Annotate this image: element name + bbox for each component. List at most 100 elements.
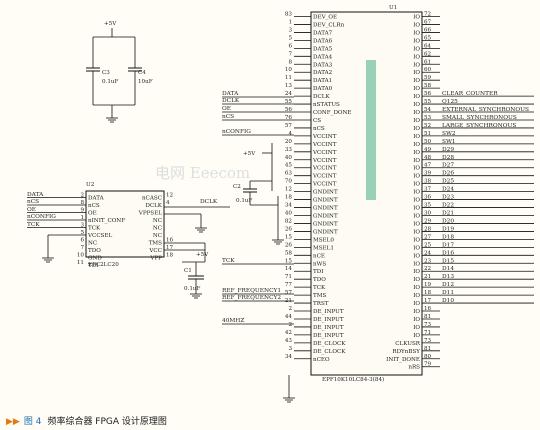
u1-pin-type: IO <box>413 22 420 28</box>
u1-pin-number: 14 <box>285 266 293 272</box>
u1-pin-name: nSTATUS <box>313 102 340 108</box>
u1-pin-type: IO <box>413 134 420 140</box>
u1-net-label: EXTERNAL_SYNCHRONOUS <box>442 107 529 113</box>
u1-net-label: D25 <box>442 179 454 185</box>
u2-pin-number: 18 <box>166 253 174 259</box>
u2-pin-name: DCLK <box>145 203 162 209</box>
u1-pin-number: 82 <box>285 218 293 224</box>
u1-pin-number: 38 <box>424 179 432 185</box>
u1-pin-number: 34 <box>285 354 293 360</box>
u1-pin-number: 56 <box>285 107 293 113</box>
u1-pin-number: 24 <box>424 250 432 256</box>
u1-pin-name: DE_INPUT <box>313 333 344 339</box>
u1-pin-name: TCK <box>313 285 326 291</box>
u1-pin-number: 26 <box>285 242 293 248</box>
u2-pin-name: TDI <box>88 263 98 269</box>
u2-pin-number: 9 <box>80 208 84 214</box>
u1-pin-number: 40 <box>285 211 293 217</box>
u1-pin-type: IO <box>413 142 420 148</box>
u1-pin-type: IO <box>413 269 420 275</box>
u1-net-label: D14 <box>442 266 454 272</box>
u1-pin-type: IO <box>413 325 420 331</box>
u1-pin-name: CONF_DONE <box>313 110 352 116</box>
u1-pin-number: 83 <box>285 12 293 18</box>
u1-pin-number: 66 <box>424 27 432 33</box>
u2-pin-name: OE <box>88 211 97 217</box>
u1-pin-number: 4 <box>288 131 292 137</box>
u1-net-label: SMALL_SYNCHRONOUS <box>442 115 517 121</box>
u1-pin-name: TDI <box>313 269 323 275</box>
u1-pin-number: 26 <box>285 226 293 232</box>
u1-pin-name: VCCINT <box>312 158 337 164</box>
u1-pin-number: 73 <box>424 322 432 328</box>
u1-body <box>310 11 423 376</box>
u1-pin-number: 61 <box>424 59 431 65</box>
caption-figure-number: 图 4 <box>23 417 42 427</box>
u1-pin-name: GNDINT <box>313 198 338 204</box>
u2-pin-name: nCASC <box>142 196 162 202</box>
u2-pin-number: 10 <box>77 253 85 259</box>
u1-pin-name: DE_INPUT <box>313 309 344 315</box>
u1-net-label: D24 <box>442 187 454 193</box>
u2-pin-name: NC <box>153 218 162 224</box>
u1-pin-number: 43 <box>285 338 293 344</box>
u1-pin-name: DEV_CLRn <box>313 22 345 28</box>
u1-pin-type: IO <box>413 15 420 21</box>
u1-pin-name: VCCINT <box>312 174 337 180</box>
u1-pin-name: VCCINT <box>312 166 337 172</box>
u1-pin-name: DATA0 <box>313 86 333 92</box>
u1-pin-number: 44 <box>285 314 293 320</box>
u1-pin-type: IO <box>413 150 420 156</box>
caption-arrow-icon: ▶▶ <box>6 417 20 427</box>
u1-pin-number: 57 <box>285 123 293 129</box>
u1-pin-type: IO <box>413 221 420 227</box>
u2-dclk-net: DCLK <box>200 199 218 205</box>
u1-part: EPF10K10LC84-3(84) <box>322 376 384 383</box>
u1-pin-type: IO <box>413 198 420 204</box>
u2-pin-number: 8 <box>80 200 84 206</box>
u1-bottom-nets: TCK REF_FREQUENCY1 REF_FREQUENCY2 40MHZ <box>222 258 295 403</box>
u1-pin-type: IO <box>413 293 420 299</box>
u1-pin-name: CS <box>313 118 321 124</box>
u1-pin-number: 17 <box>424 298 432 304</box>
u1-pin-name: VCCINT <box>312 182 337 188</box>
u1-net-label: Q125 <box>442 99 458 105</box>
u1-pin-number: 35 <box>424 203 432 209</box>
u1-pin-type: CLKUSR <box>395 341 421 347</box>
u1-pin-type: IO <box>413 229 420 235</box>
u2-pin-number: 12 <box>166 193 174 199</box>
u1-pin-name: GNDINT <box>313 206 338 212</box>
u1-pin-type: IO <box>413 38 420 44</box>
cap-c2-value: 0.1uF <box>236 198 252 204</box>
u1-pin-type: IO <box>413 78 420 84</box>
u1-pin-type: IO <box>413 206 420 212</box>
u1-pin-number: 60 <box>424 67 432 73</box>
u1-net-label: D27 <box>442 163 454 169</box>
u1-pin-name: DE_CLOCK <box>313 341 346 347</box>
u2-net-nconfig: nCONFIG <box>27 214 56 220</box>
u1-pin-number: 6 <box>288 43 292 49</box>
power-label-2: +5V <box>243 151 256 157</box>
u1-pin-type: INIT_DONE <box>386 357 420 363</box>
u1-pin-type: IO <box>413 317 420 323</box>
u1-ref: U1 <box>389 5 397 11</box>
u1-pin-type: RDYnBSY <box>392 349 420 355</box>
u1-net-label: D19 <box>442 226 454 232</box>
u1-pin-number: 81 <box>424 346 431 352</box>
u2-pin-name: NC <box>88 241 97 247</box>
u2-pin-name: nCS <box>88 203 100 209</box>
u1-pin-number: 81 <box>424 314 431 320</box>
u1-pin-number: 3 <box>288 27 292 33</box>
u1-pin-name: TDO <box>313 277 326 283</box>
u1-net-label: CLEAR_COUNTER <box>442 91 498 97</box>
u1-pin-number: 7 <box>288 51 292 57</box>
u1-pin-type: IO <box>413 277 420 283</box>
u1-pin-number: 79 <box>424 362 432 368</box>
u1-pin-number: 40 <box>285 155 293 161</box>
u1-label-mark <box>366 60 376 200</box>
u1-pin-number: 73 <box>424 338 432 344</box>
u1-net-label: D10 <box>442 298 454 304</box>
cap-c4-ref: C4 <box>138 70 146 76</box>
